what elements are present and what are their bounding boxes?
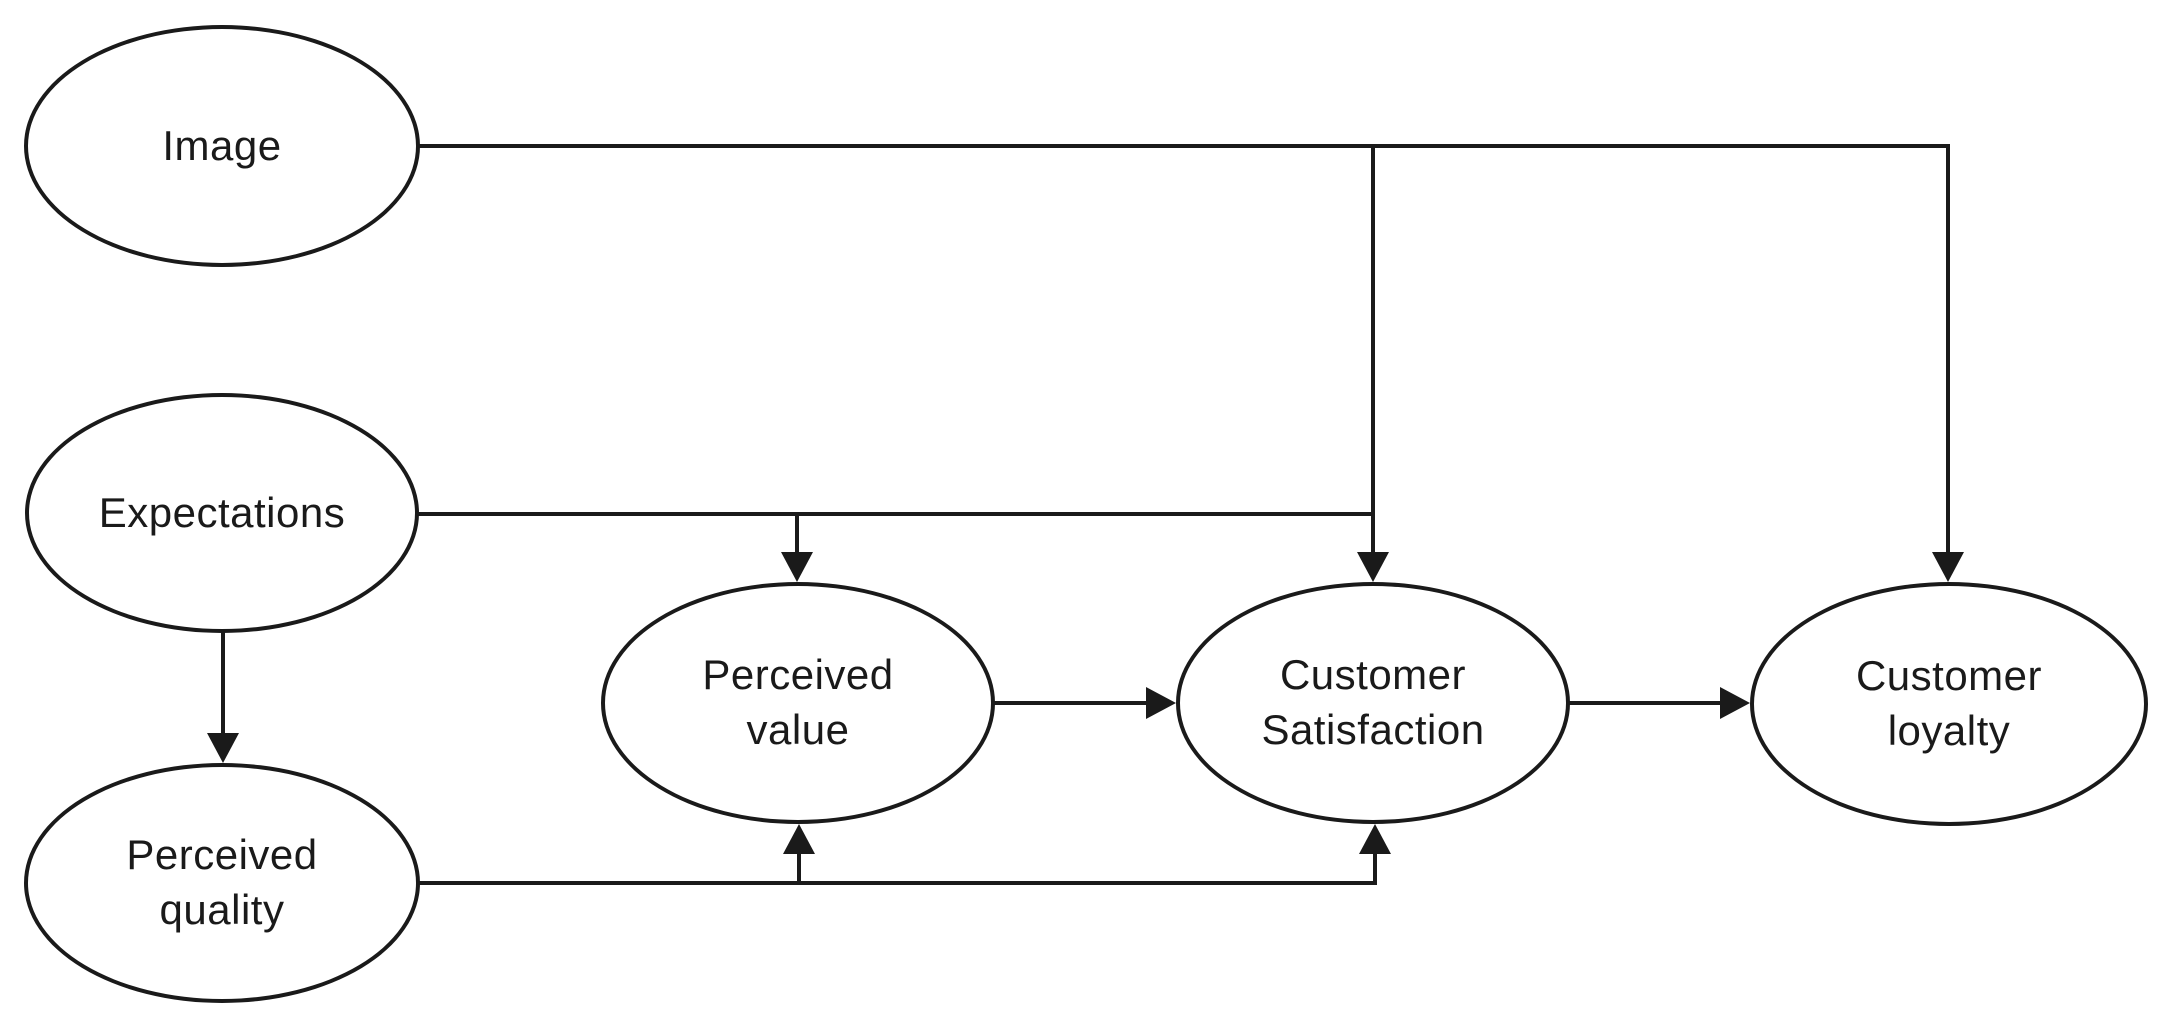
node-perceived-quality-label: Perceived quality [126, 831, 318, 933]
node-customer-satisfaction: Customer Satisfaction [1176, 582, 1570, 824]
edge-quality-satisfaction-line [418, 852, 1377, 885]
node-expectations: Expectations [25, 393, 419, 633]
node-perceived-value: Perceived value [601, 582, 995, 824]
node-customer-loyalty: Customer loyalty [1750, 582, 2148, 826]
edge-expectations-quality-arrowhead [207, 733, 239, 763]
node-perceived-quality: Perceived quality [24, 763, 420, 1003]
edge-value-satisfaction-arrowhead [1146, 687, 1176, 719]
node-image: Image [24, 25, 420, 267]
node-image-label: Image [162, 121, 282, 169]
edge-image-loyalty-line [418, 144, 1950, 554]
edge-quality-value-arrowhead [783, 824, 815, 854]
node-expectations-label: Expectations [98, 488, 346, 536]
node-customer-satisfaction-label: Customer Satisfaction [1261, 651, 1485, 753]
edge-image-satisfaction-arrowhead [1357, 552, 1389, 582]
edge-satisfaction-loyalty-arrowhead [1720, 687, 1750, 719]
node-perceived-value-label: Perceived value [702, 651, 894, 753]
edge-quality-satisfaction-arrowhead [1359, 824, 1391, 854]
edge-expectations-value-arrowhead [781, 552, 813, 582]
node-customer-loyalty-label: Customer loyalty [1855, 652, 2043, 754]
edge-image-loyalty-arrowhead [1932, 552, 1964, 582]
